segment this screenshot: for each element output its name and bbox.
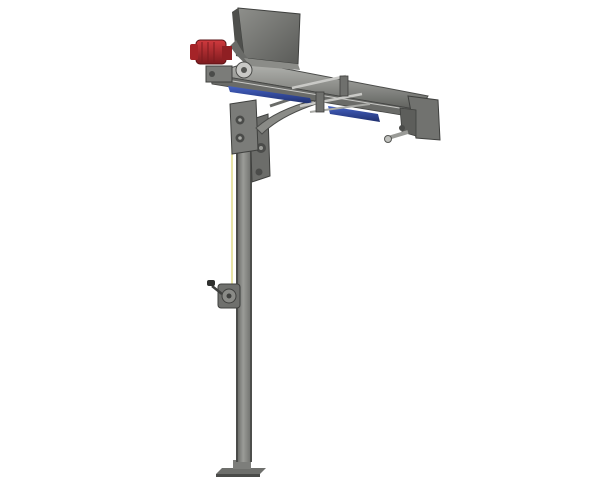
tension-handle <box>384 130 409 143</box>
drive-motor <box>190 39 232 65</box>
post-carriage <box>229 99 259 155</box>
conveyor-beam <box>209 61 429 122</box>
guide-rods <box>291 74 371 113</box>
hand-winch <box>207 280 241 309</box>
base-plate <box>216 460 266 477</box>
feed-hopper <box>230 7 301 70</box>
discharge-end <box>399 95 441 141</box>
drive-pulley <box>205 61 253 83</box>
